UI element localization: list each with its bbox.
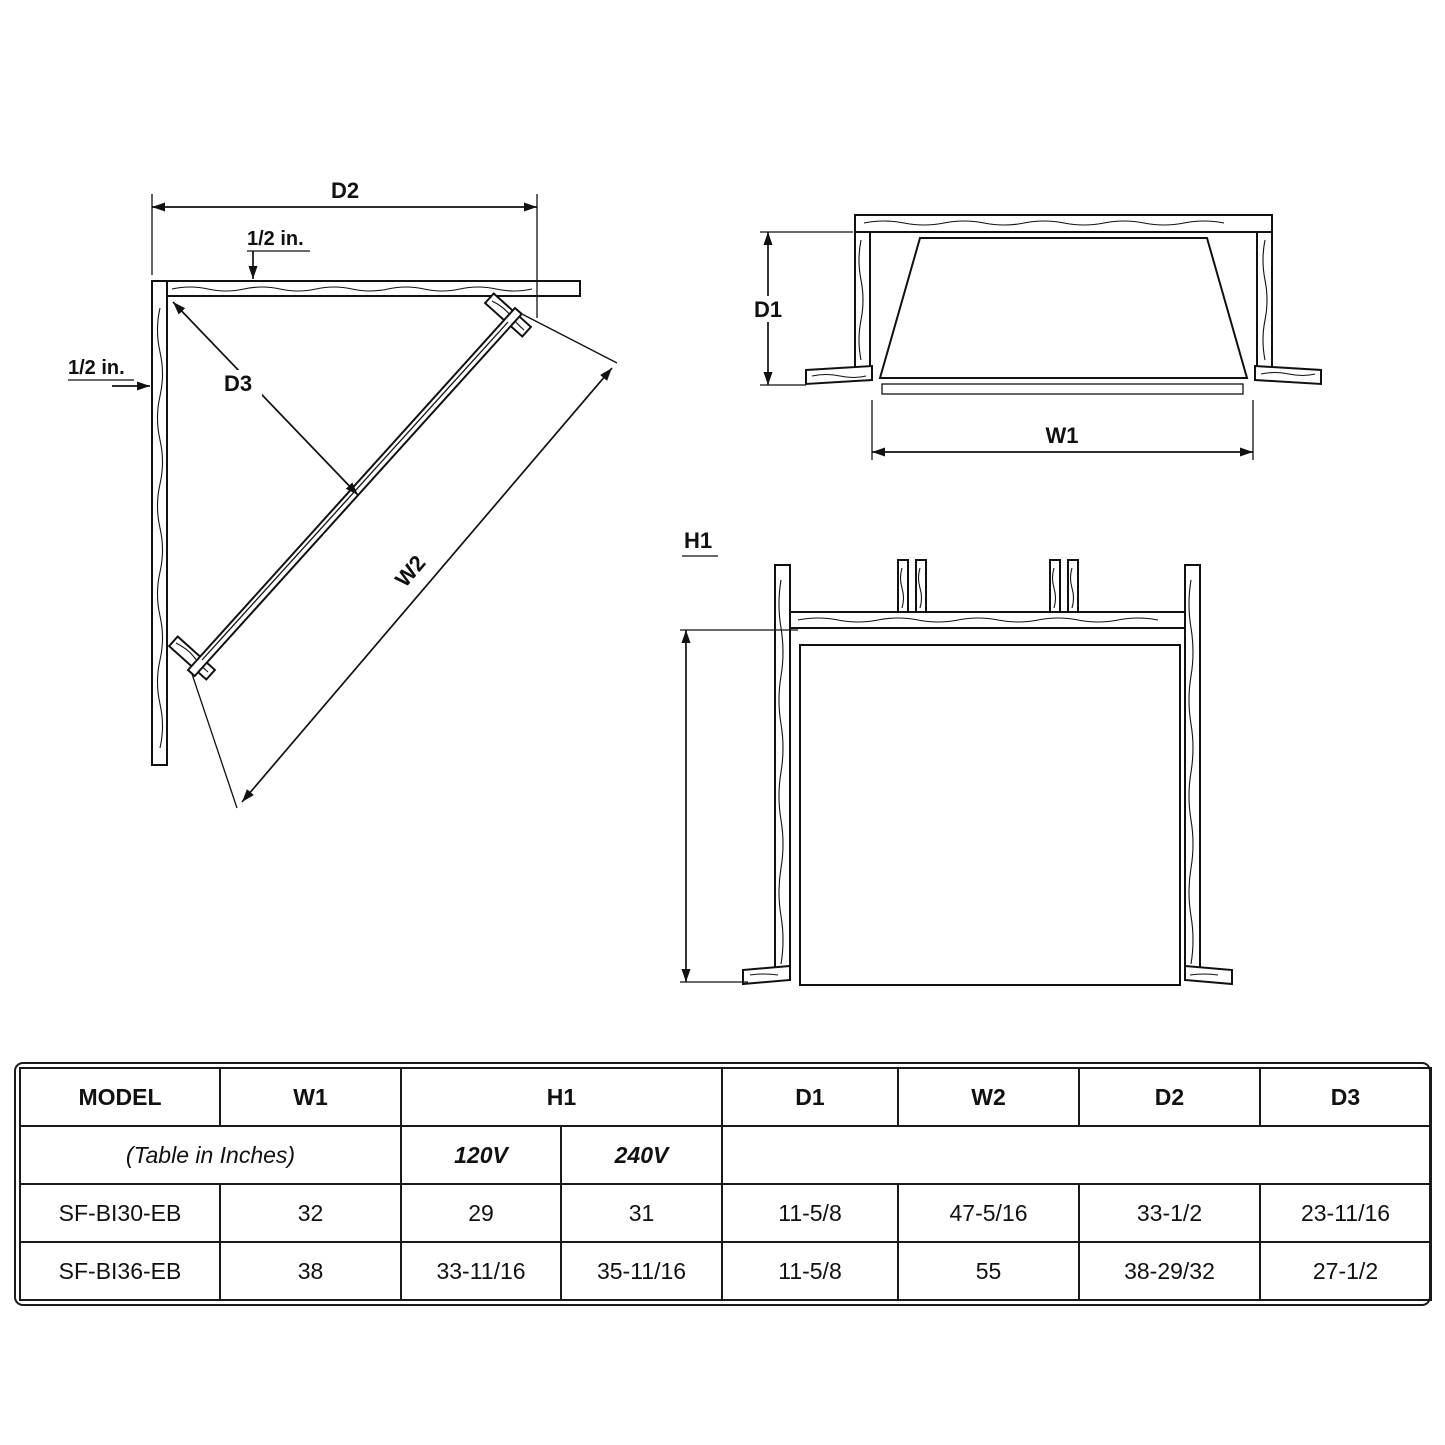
cell-d2: 38-29/32: [1078, 1241, 1261, 1301]
framing-studs: [742, 559, 1233, 986]
table-header-row: MODEL W1 H1 D1 W2 D2 D3: [19, 1067, 1432, 1127]
dimension-h1: H1: [680, 528, 798, 983]
top-view-drawing: D1 W1: [746, 214, 1322, 460]
cell-h1-240v: 35-11/16: [560, 1241, 723, 1301]
dimension-w1: W1: [871, 400, 1254, 460]
cell-d3: 23-11/16: [1259, 1183, 1432, 1243]
w1-label: W1: [1046, 423, 1079, 448]
dimension-d1: D1: [746, 231, 853, 386]
dimension-table: MODEL W1 H1 D1 W2 D2 D3 (Table in Inches…: [14, 1062, 1432, 1306]
h1-label: H1: [684, 528, 712, 553]
cell-h1-120v: 33-11/16: [400, 1241, 562, 1301]
d1-label: D1: [754, 297, 782, 322]
w2-label: W2: [390, 550, 430, 591]
cell-model: SF-BI36-EB: [19, 1241, 221, 1301]
col-header-d2: D2: [1078, 1067, 1261, 1127]
callout-half-inch-left: 1/2 in.: [68, 357, 150, 391]
col-header-w2: W2: [897, 1067, 1080, 1127]
col-header-d3: D3: [1259, 1067, 1432, 1127]
subheader-120v: 120V: [400, 1125, 562, 1185]
wood-grain: [156, 286, 533, 749]
cell-w1: 32: [219, 1183, 402, 1243]
callout-half-inch-top: 1/2 in.: [247, 228, 310, 279]
table-subheader-row: (Table in Inches) 120V 240V: [19, 1125, 1432, 1185]
corner-view-drawing: D2 1/2 in. 1/2 in. D3 W2: [68, 178, 618, 809]
front-view-drawing: H1: [680, 528, 1233, 986]
cell-w1: 38: [219, 1241, 402, 1301]
units-note: (Table in Inches): [19, 1125, 402, 1185]
col-header-model: MODEL: [19, 1067, 221, 1127]
cell-d2: 33-1/2: [1078, 1183, 1261, 1243]
col-header-h1: H1: [400, 1067, 723, 1127]
subheader-240v: 240V: [560, 1125, 723, 1185]
d3-label: D3: [224, 371, 252, 396]
table-row: SF-BI36-EB 38 33-11/16 35-11/16 11-5/8 5…: [19, 1241, 1432, 1301]
cell-d1: 11-5/8: [721, 1241, 899, 1301]
cell-w2: 55: [897, 1241, 1080, 1301]
cell-h1-240v: 31: [560, 1183, 723, 1243]
framing-boards: [805, 214, 1322, 386]
half-inch-left-label: 1/2 in.: [68, 357, 125, 379]
cell-d1: 11-5/8: [721, 1183, 899, 1243]
corner-wall-boards: [151, 280, 581, 766]
cell-model: SF-BI30-EB: [19, 1183, 221, 1243]
table-row: SF-BI30-EB 32 29 31 11-5/8 47-5/16 33-1/…: [19, 1183, 1432, 1243]
half-inch-top-label: 1/2 in.: [247, 228, 304, 250]
dimension-d3: D3: [172, 301, 359, 496]
unit-top-outline: [878, 237, 1249, 395]
wood-grain: [749, 567, 1219, 976]
cell-w2: 47-5/16: [897, 1183, 1080, 1243]
wood-grain: [811, 220, 1316, 379]
dimension-d2: D2: [151, 178, 538, 318]
col-header-w1: W1: [219, 1067, 402, 1127]
d2-label: D2: [331, 178, 359, 203]
unit-front-outline: [799, 644, 1181, 986]
col-header-d1: D1: [721, 1067, 899, 1127]
subheader-empty: [721, 1125, 1432, 1185]
cell-d3: 27-1/2: [1259, 1241, 1432, 1301]
cell-h1-120v: 29: [400, 1183, 562, 1243]
